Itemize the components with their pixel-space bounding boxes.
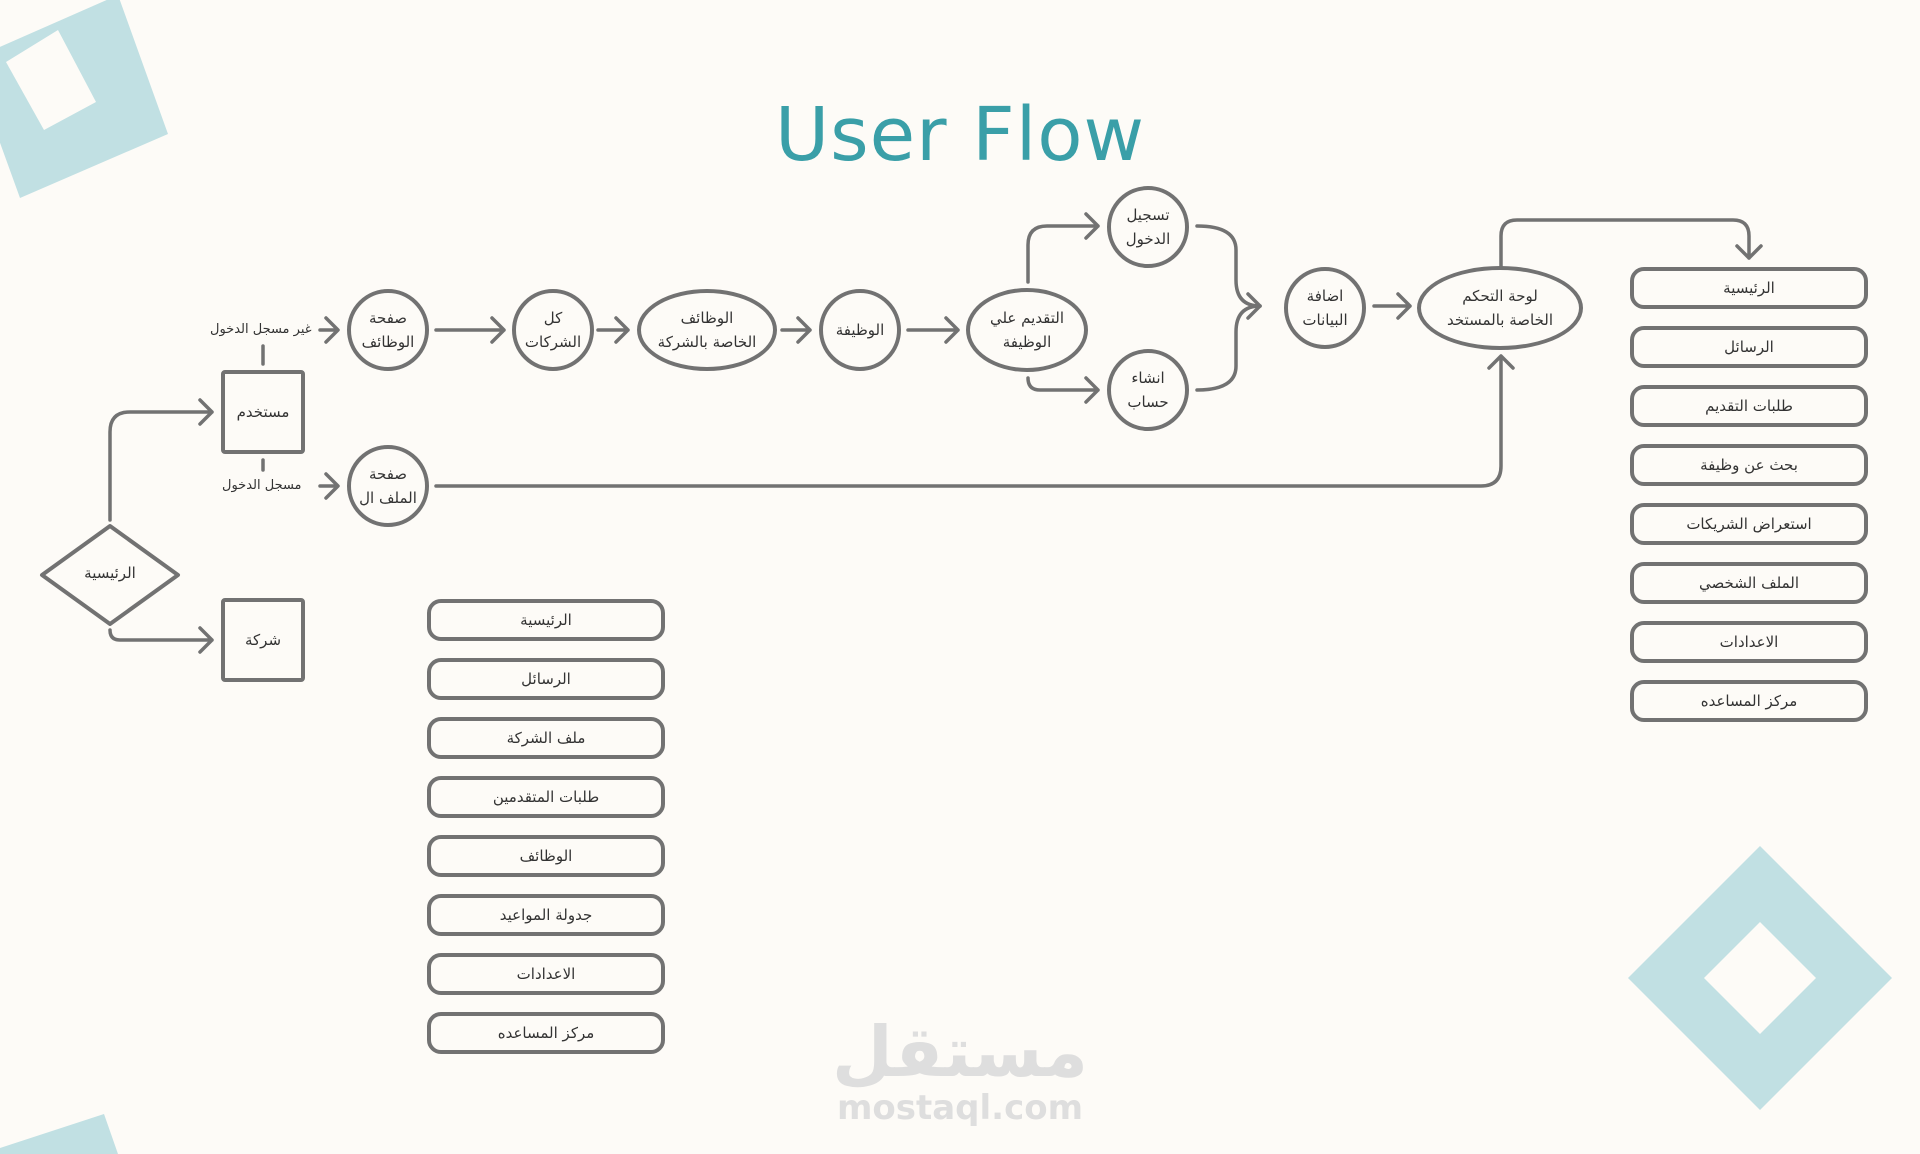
profile-page-line-1: صفحة	[368, 465, 408, 483]
register-line-1: انشاء	[1131, 369, 1165, 387]
company-menu-jobs[interactable]: الوظائف	[427, 835, 665, 877]
profile-page-node: صفحة الملف ال	[347, 445, 429, 527]
logged-in-label: مسجل الدخول	[222, 478, 302, 493]
edge-merge-arrow	[1246, 292, 1262, 320]
apply-line-1: التقديم علي	[989, 309, 1065, 327]
add-data-line-1: اضافة	[1306, 287, 1344, 305]
profile-page-line-2: الملف ال	[359, 489, 417, 507]
user-menu-messages[interactable]: الرسائل	[1630, 326, 1868, 368]
company-menu-applicant-requests[interactable]: طلبات المتقدمين	[427, 776, 665, 818]
company-menu-help-center[interactable]: مركز المساعده	[427, 1012, 665, 1054]
user-menu-browse-companies[interactable]: استعراض الشريكات	[1630, 503, 1868, 545]
edge-apply-to-register	[1026, 376, 1100, 404]
register-line-2: حساب	[1127, 393, 1169, 411]
connector-lines	[40, 212, 1763, 654]
login-line-1: تسجيل	[1126, 206, 1170, 224]
dashboard-node: لوحة التحكم الخاصة بالمستخد	[1417, 266, 1583, 350]
company-node-label: شركة	[244, 631, 282, 649]
all-companies-node: كل الشركات	[512, 289, 594, 371]
edge-adddata-to-dashboard	[1372, 292, 1412, 320]
add-data-node: اضافة البيانات	[1284, 267, 1366, 349]
job-node: الوظيفة	[819, 289, 901, 371]
company-menu-company-profile[interactable]: ملف الشركة	[427, 717, 665, 759]
decor-square-bottom-left	[0, 1114, 118, 1154]
page-title: User Flow	[774, 92, 1146, 178]
company-jobs-node: الوظائف الخاصة بالشركة	[637, 289, 777, 371]
edge-register-to-adddata	[1195, 304, 1262, 392]
user-menu-home[interactable]: الرئيسية	[1630, 267, 1868, 309]
apply-node: التقديم علي الوظيفة	[966, 288, 1088, 372]
edge-companies-to-companyjobs	[596, 316, 630, 344]
dashboard-line-1: لوحة التحكم	[1462, 287, 1538, 305]
add-data-line-2: البيانات	[1302, 311, 1348, 329]
edge-to-jobs-page	[318, 316, 340, 344]
company-menu-settings[interactable]: الاعدادات	[427, 953, 665, 995]
company-menu-schedule[interactable]: جدولة المواعيد	[427, 894, 665, 936]
watermark-arabic: مستقل	[831, 1011, 1088, 1093]
user-node: مستخدم	[221, 370, 305, 454]
edge-dashboard-to-menu	[1499, 218, 1763, 270]
user-menu-help-center[interactable]: مركز المساعده	[1630, 680, 1868, 722]
dashboard-line-2: الخاصة بالمستخد	[1447, 311, 1553, 329]
company-menu-messages[interactable]: الرسائل	[427, 658, 665, 700]
user-menu-settings[interactable]: الاعدادات	[1630, 621, 1868, 663]
company-node: شركة	[221, 598, 305, 682]
edge-companyjobs-to-job	[780, 316, 812, 344]
user-menu-profile[interactable]: الملف الشخصي	[1630, 562, 1868, 604]
company-jobs-line-1: الوظائف	[680, 309, 734, 327]
start-diamond	[40, 524, 180, 626]
login-node: تسجيل الدخول	[1107, 186, 1189, 268]
edge-job-to-apply	[906, 316, 960, 344]
edge-start-to-user	[108, 398, 214, 522]
all-companies-line-1: كل	[543, 309, 563, 327]
start-node-label: الرئيسية	[84, 564, 136, 582]
user-menu-job-search[interactable]: بحث عن وظيفة	[1630, 444, 1868, 486]
company-jobs-line-2: الخاصة بالشركة	[657, 333, 757, 351]
jobs-page-node: صفحة الوظائف	[347, 289, 429, 371]
edge-start-to-company	[108, 626, 214, 654]
register-node: انشاء حساب	[1107, 349, 1189, 431]
edge-apply-to-login	[1026, 212, 1100, 284]
watermark-latin: mostaql.com	[836, 1088, 1084, 1128]
all-companies-line-2: الشركات	[524, 333, 582, 351]
edge-login-to-adddata	[1195, 224, 1262, 308]
jobs-page-line-2: الوظائف	[361, 333, 415, 351]
edge-jobs-to-companies	[434, 316, 506, 344]
jobs-page-line-1: صفحة	[368, 309, 408, 327]
job-node-label: الوظيفة	[835, 321, 885, 339]
user-node-label: مستخدم	[236, 403, 290, 421]
edge-profile-to-dashboard	[434, 354, 1515, 488]
user-menu-applications[interactable]: طلبات التقديم	[1630, 385, 1868, 427]
login-line-2: الدخول	[1125, 230, 1171, 248]
not-logged-in-label: غير مسجل الدخول	[210, 322, 312, 337]
decor-square-top-left-hole	[6, 30, 96, 130]
company-menu-home[interactable]: الرئيسية	[427, 599, 665, 641]
edge-to-profile-page	[318, 472, 340, 500]
decor-diamond-bottom-right-hole	[1704, 922, 1816, 1034]
apply-line-2: الوظيفة	[1002, 333, 1052, 351]
